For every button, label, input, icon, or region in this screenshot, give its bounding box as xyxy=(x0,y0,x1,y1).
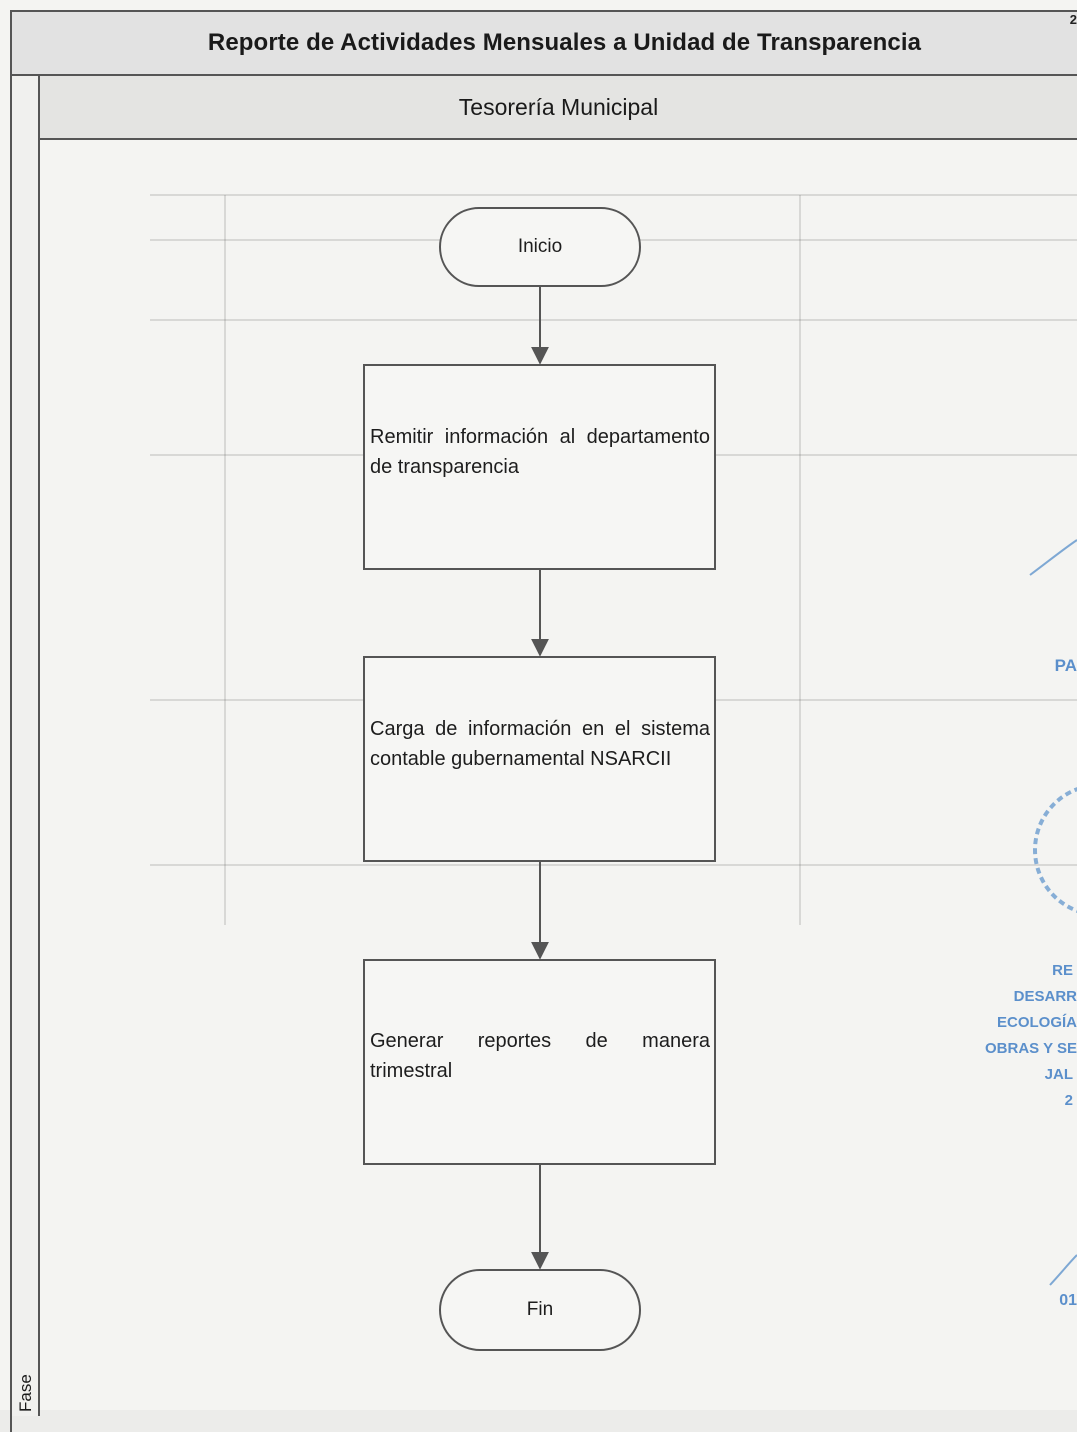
end-terminal xyxy=(439,1269,641,1351)
stamp-text-year: 2 xyxy=(1064,1092,1073,1109)
stamp-text-re: RE xyxy=(1052,962,1073,979)
page-corner-mark: 2 xyxy=(1069,12,1077,27)
seal-stamp xyxy=(1033,787,1077,913)
process-box-3 xyxy=(363,959,716,1165)
swimlane-header: Tesorería Municipal xyxy=(40,76,1077,140)
stamp-text-pa: PA xyxy=(1054,656,1077,675)
signature-mark-2 xyxy=(1049,1254,1077,1286)
phase-column: Fase xyxy=(12,76,40,1416)
stamp-text-ecologia: ECOLOGÍA xyxy=(996,1014,1077,1031)
diagram-frame xyxy=(10,10,1077,1432)
start-label: Inicio xyxy=(517,236,563,257)
process-box-2 xyxy=(363,656,716,862)
stamp-text-jal: JAL xyxy=(1044,1066,1073,1083)
process-box-1 xyxy=(363,364,716,570)
step3-label: Generar reportes de manera trimestral xyxy=(370,1030,710,1082)
signature-mark xyxy=(1029,539,1077,576)
stamp-text-obras: OBRAS Y SE xyxy=(985,1040,1077,1057)
step2-label: Carga de información en el sistema conta… xyxy=(370,718,710,770)
diagram-title: Reporte de Actividades Mensuales a Unida… xyxy=(207,29,922,56)
step1-label: Remitir información al departamento de t… xyxy=(370,426,710,478)
stamp-text-desarr: DESARR xyxy=(1013,988,1077,1005)
end-label: Fin xyxy=(526,1299,554,1320)
swimlane-title: Tesorería Municipal xyxy=(458,93,659,120)
title-bar: Reporte de Actividades Mensuales a Unida… xyxy=(12,12,1077,76)
stamp-text-01: 01 xyxy=(1059,1292,1077,1309)
